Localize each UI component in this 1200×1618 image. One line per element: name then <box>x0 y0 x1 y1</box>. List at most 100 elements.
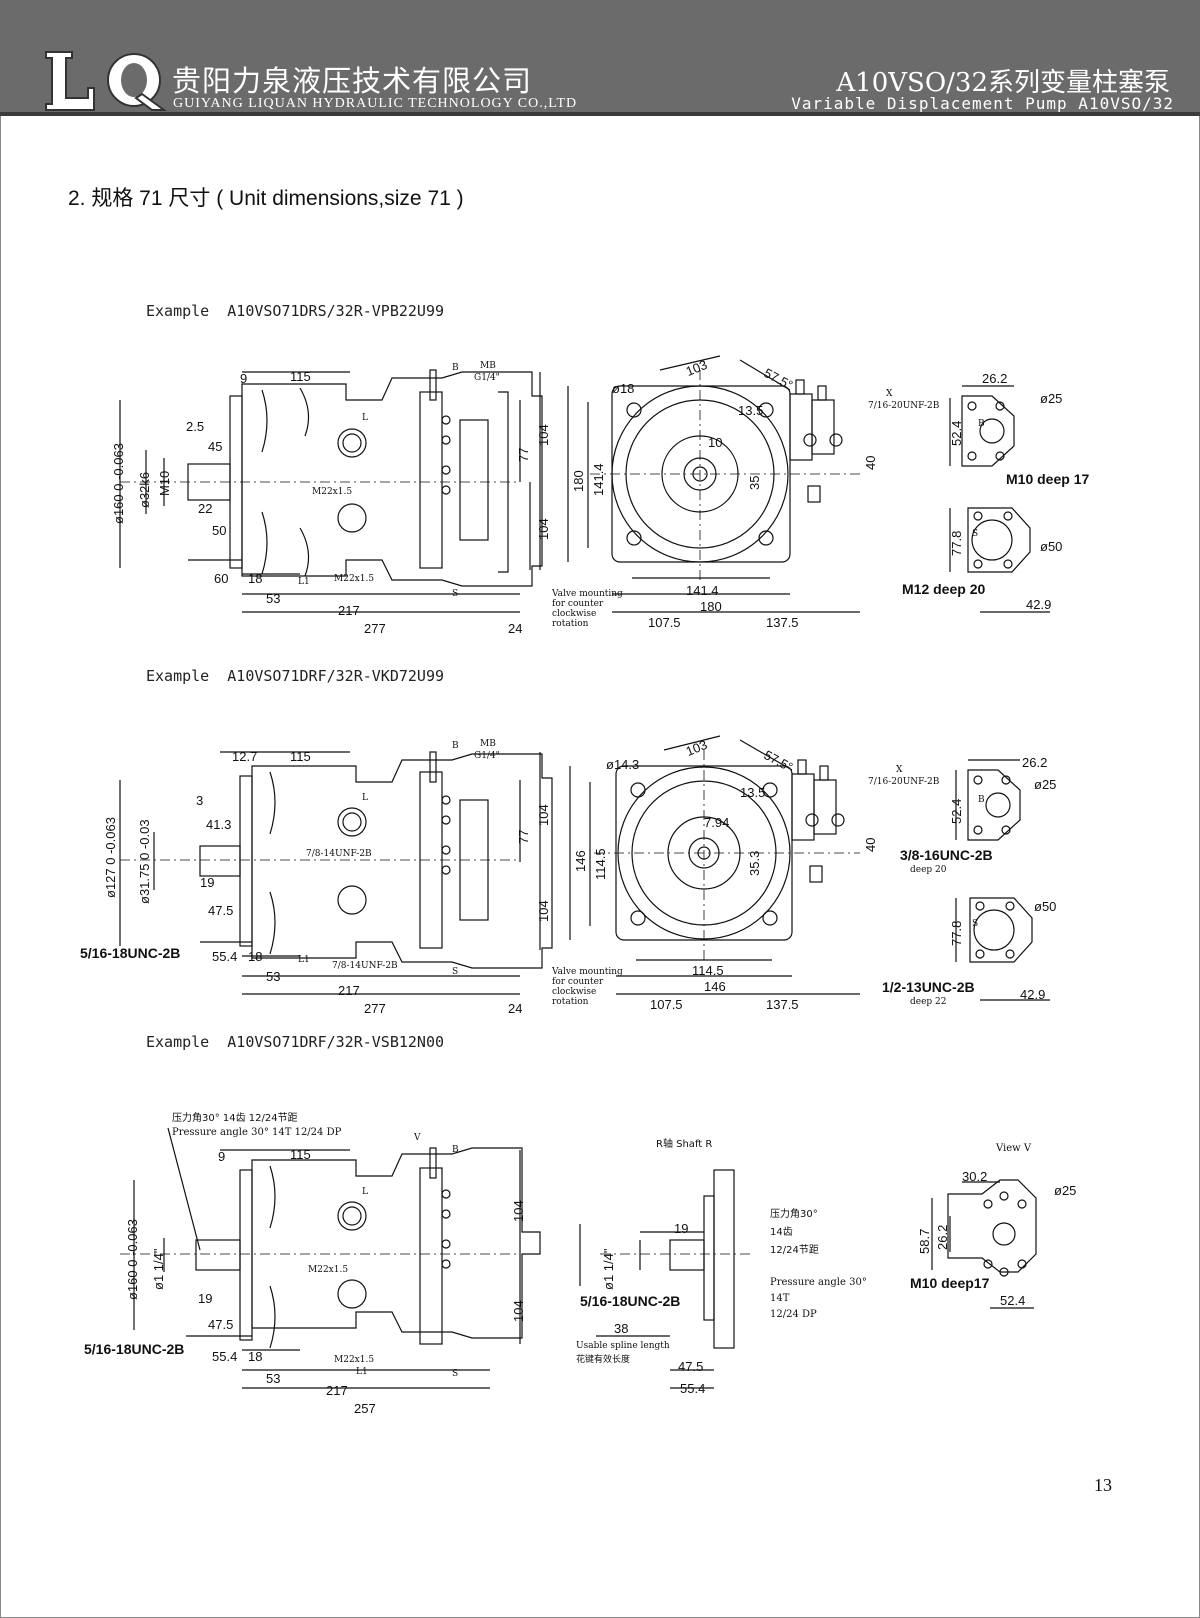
section-title: 2. 规格 71 尺寸 ( Unit dimensions,size 71 ) <box>68 187 464 210</box>
d1-port-mb: MB <box>480 361 496 371</box>
drawing-2-side-view <box>119 751 553 995</box>
d3-dim-217: 217 <box>326 1383 348 1398</box>
d1-dim-10: 10 <box>708 435 723 450</box>
company-logo <box>45 51 167 111</box>
d1-dim-13-5: 13.5 <box>738 403 764 418</box>
d1-dim-141-h: 141.4 <box>686 583 719 598</box>
d1-dim-45: 45 <box>208 439 223 454</box>
d3-port-l1: L1 <box>356 1367 368 1377</box>
d1-flange-52-4: 52.4 <box>949 420 964 446</box>
d1-dim-50: 50 <box>212 523 227 538</box>
d3-view-m10-deep: M10 deep17 <box>910 1275 990 1291</box>
d1-dim-60: 60 <box>214 571 229 586</box>
d2-dim-104-bottom: 104 <box>536 900 551 922</box>
d2-flange-26-2: 26.2 <box>1022 755 1048 770</box>
d2-dim-41-3: 41.3 <box>206 817 232 832</box>
d1-flange-s: S <box>972 529 979 539</box>
d2-dim-3: 3 <box>196 793 204 808</box>
d1-dim-35: 35 <box>747 475 762 490</box>
d2-flange-42-9: 42.9 <box>1020 987 1046 1002</box>
d2-dim-dia127: ø127 0 -0.063 <box>103 817 118 898</box>
d3-view-title: View V <box>996 1143 1032 1154</box>
d2-dim-13-5: 13.5 <box>740 785 766 800</box>
d3-shaft-thread: 5/16-18UNC-2B <box>580 1293 681 1309</box>
d1-flange-m10-deep: M10 deep 17 <box>1006 471 1090 487</box>
d3-shaft-title: R轴 Shaft R <box>656 1139 713 1150</box>
d3-view-dim-26-2: 26.2 <box>935 1224 950 1250</box>
d3-view-dim-52-4: 52.4 <box>1000 1293 1026 1308</box>
d2-flange-deep20: deep 20 <box>910 865 947 875</box>
d1-thread-m22-bottom: M22x1.5 <box>334 574 375 584</box>
d2-port-mb: MB <box>480 739 496 749</box>
d3-shaft-note-en-1: Pressure angle 30° <box>770 1277 867 1288</box>
d1-dim-22: 22 <box>198 501 213 516</box>
d1-dim-77: 77 <box>516 447 531 462</box>
d3-shaft-spline-cn: 花键有效长度 <box>576 1355 631 1365</box>
d2-dim-dia14-3: ø14.3 <box>606 757 640 772</box>
example-2-title: Example A10VSO71DRF/32R-VKD72U99 <box>146 667 445 685</box>
d3-pressure-cn: 压力角30° 14齿 12/24节距 <box>172 1113 298 1124</box>
d2-port-s: S <box>452 967 459 977</box>
d2-flange-12-unc: 1/2-13UNC-2B <box>882 979 975 995</box>
d1-flange-m12-deep: M12 deep 20 <box>902 581 986 597</box>
d2-dim-107-5: 107.5 <box>650 997 683 1012</box>
d2-flange-b: B <box>978 795 985 805</box>
d2-port-x: X <box>896 765 903 775</box>
d3-shaft-dim-47-5: 47.5 <box>678 1359 704 1374</box>
d1-dim-141-v: 141.4 <box>591 463 606 496</box>
d3-dim-18: 18 <box>248 1349 263 1364</box>
d3-thread-m22-top: M22x1.5 <box>308 1265 349 1275</box>
d2-dim-217: 217 <box>338 983 360 998</box>
header-divider <box>0 112 1200 116</box>
d2-dim-18: 18 <box>248 949 263 964</box>
d1-dim-m10: M10 <box>157 470 172 496</box>
d3-dim-9: 9 <box>218 1149 226 1164</box>
d2-dim-55-4: 55.4 <box>212 949 238 964</box>
d3-dim-115: 115 <box>290 1147 311 1162</box>
d3-shaft-note-cn-3: 12/24节距 <box>770 1245 819 1256</box>
d2-dim-24: 24 <box>508 1001 523 1016</box>
d1-port-x: X <box>886 389 893 399</box>
d1-dim-277: 277 <box>364 621 386 636</box>
d1-dim-137-5: 137.5 <box>766 615 799 630</box>
d3-shaft-note-cn-2: 14齿 <box>770 1227 793 1238</box>
company-name-en: GUIYANG LIQUAN HYDRAULIC TECHNOLOGY CO.,… <box>173 96 578 111</box>
d2-flange-dia25: ø25 <box>1034 777 1057 792</box>
d2-dim-dia31-75: ø31.75 0 -0.03 <box>137 819 152 904</box>
d1-dim-dia160: ø160 0 -0.063 <box>111 443 126 524</box>
d1-dim-2-5: 2.5 <box>186 419 205 434</box>
d3-shaft-dia: ø1 1/4" <box>601 1248 616 1290</box>
d1-dim-53: 53 <box>266 591 281 606</box>
d2-thread-78-top: 7/8-14UNF-2B <box>306 849 372 859</box>
d1-port-l1: L1 <box>298 577 310 587</box>
d3-view-dim-30-2: 30.2 <box>962 1169 988 1184</box>
d1-dim-dia18: ø18 <box>612 381 635 396</box>
d2-dim-12-7: 12.7 <box>232 749 258 764</box>
d3-dim-53: 53 <box>266 1371 281 1386</box>
d2-flange-dia50: ø50 <box>1034 899 1057 914</box>
d3-dim-104-top: 104 <box>511 1200 526 1222</box>
d3-shaft-dim-38: 38 <box>614 1321 629 1336</box>
d2-dim-146-h: 146 <box>704 979 726 994</box>
d1-dim-180-v: 180 <box>571 470 586 492</box>
d2-dim-53: 53 <box>266 969 281 984</box>
d3-shaft-spline-en: Usable spline length <box>576 1341 670 1351</box>
d2-note-3: clockwise <box>552 987 597 997</box>
product-title-en: Variable Displacement Pump A10VSO/32 <box>791 94 1174 113</box>
d3-shaft-note-en-2: 14T <box>770 1293 790 1304</box>
d3-dim-104-bottom: 104 <box>511 1300 526 1322</box>
header-bar: 贵阳力泉液压技术有限公司 GUIYANG LIQUAN HYDRAULIC TE… <box>0 0 1200 116</box>
d1-dim-180-h: 180 <box>700 599 722 614</box>
d2-flange-77-8: 77.8 <box>949 920 964 946</box>
d1-dim-24: 24 <box>508 621 523 636</box>
d2-dim-19: 19 <box>200 875 215 890</box>
product-title-cn: A10VSO/32系列变量柱塞泵 <box>836 68 1170 98</box>
d3-port-s: S <box>452 1369 459 1379</box>
d2-thread-g14: G1/4" <box>474 751 500 761</box>
d1-port-l: L <box>362 413 368 423</box>
d2-port-l: L <box>362 793 368 803</box>
d2-dim-7-94: 7.94 <box>704 815 730 830</box>
d1-dim-dia32: ø32k6 <box>137 471 152 508</box>
d1-thread-716: 7/16-20UNF-2B <box>868 401 940 411</box>
d1-dim-40: 40 <box>863 455 878 470</box>
